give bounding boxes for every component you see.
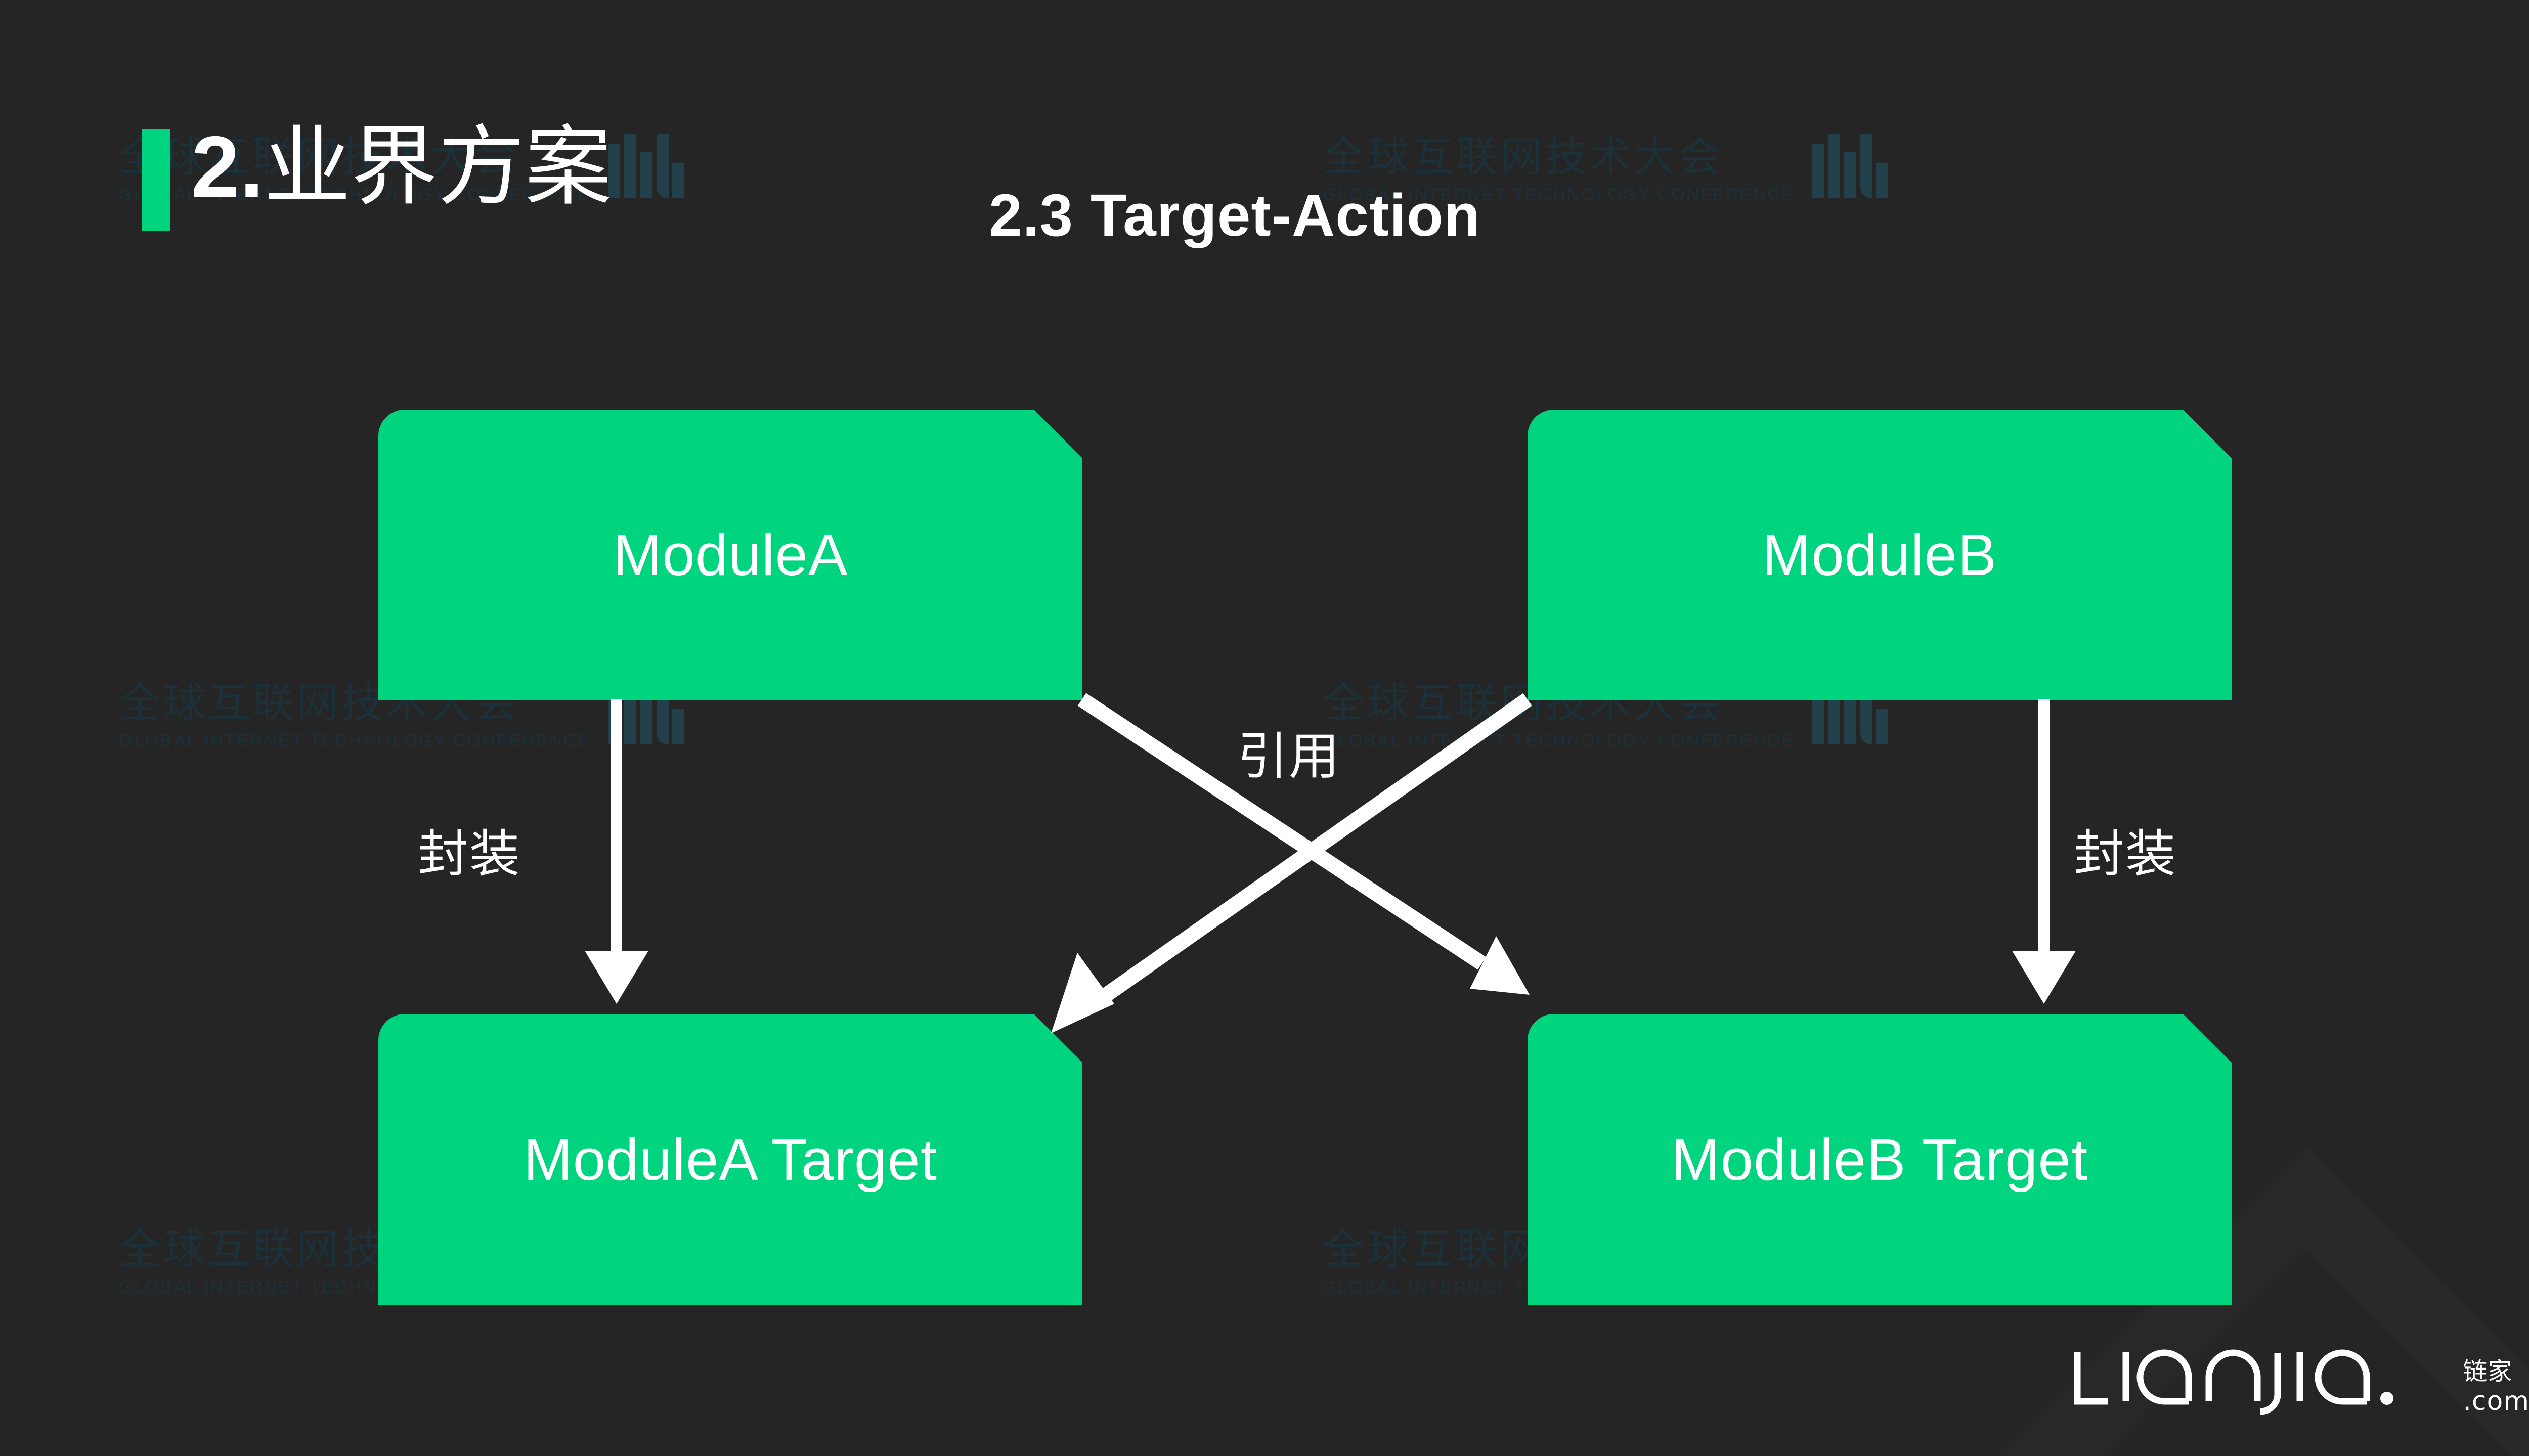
box-label: ModuleB: [1762, 522, 1997, 588]
diagram-box-module-a[interactable]: ModuleA: [378, 410, 1082, 700]
page-title: 2.业界方案: [191, 117, 612, 217]
watermark-en: GLOBAL INTERNET TECHNOLOGY CONFERENCE: [1323, 731, 1795, 751]
gitc-mark-icon: [1812, 134, 1888, 198]
gitc-mark-icon: [608, 134, 684, 198]
box-label: ModuleA: [613, 522, 848, 588]
lianjia-logo-cn: 链家: [2463, 1358, 2513, 1385]
box-label: ModuleA Target: [524, 1127, 937, 1193]
diagram-box-module-b[interactable]: ModuleB: [1528, 410, 2232, 700]
edge-label-reference: 引用: [1237, 728, 1340, 785]
diagram-box-module-b-target[interactable]: ModuleB Target: [1528, 1014, 2232, 1305]
page-subtitle: 2.3 Target-Action: [989, 182, 1481, 249]
arrow-encapsulate-left: [585, 699, 648, 1004]
watermark-en: GLOBAL INTERNET TECHNOLOGY CONFERENCE: [119, 731, 591, 751]
lianjia-wordmark-icon: [2074, 1349, 2394, 1415]
edge-label-encapsulate-left: 封装: [418, 826, 521, 883]
title-accent-bar: [142, 129, 170, 231]
box-label: ModuleB Target: [1671, 1127, 2088, 1193]
watermark-cn: 全球互联网技术大会: [1323, 134, 1724, 180]
page-title-text: 业界方案: [264, 118, 612, 215]
diagram-box-module-a-target[interactable]: ModuleA Target: [378, 1014, 1082, 1305]
edge-label-encapsulate-right: 封装: [2074, 826, 2177, 883]
arrow-encapsulate-right: [2012, 699, 2076, 1004]
lianjia-logo: 链家 .com: [2071, 1341, 2529, 1417]
page-title-number: 2.: [191, 118, 264, 215]
lianjia-logo-domain: .com: [2463, 1386, 2529, 1417]
